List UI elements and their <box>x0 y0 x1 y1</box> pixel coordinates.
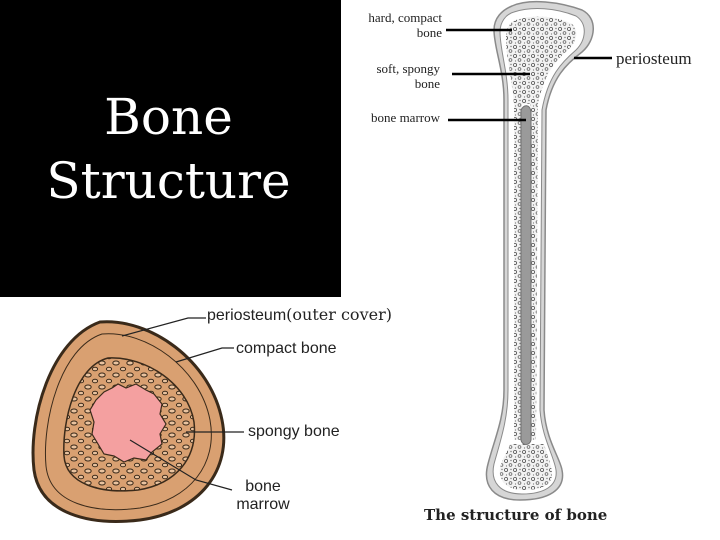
label-bone-marrow: bone marrow <box>371 110 440 125</box>
figure-caption: The structure of bone <box>424 506 608 524</box>
label-bone-marrow-xs-line2: marrow <box>236 496 290 513</box>
label-bone-marrow-xs-line1: bone <box>245 478 281 495</box>
label-periosteum: periosteum <box>616 49 692 68</box>
label-spongy-bone-line2: bone <box>414 76 440 91</box>
cross-section <box>31 317 244 523</box>
label-spongy-bone: soft, spongy bone <box>330 61 440 91</box>
label-periosteum-xs: periosteum(outer cover) <box>207 306 392 325</box>
label-spongy-bone-line1: soft, spongy <box>376 61 440 76</box>
marrow-cavity <box>520 105 532 445</box>
spongy-bone-shaft-right <box>530 104 538 440</box>
label-compact-bone-xs: compact bone <box>236 340 337 357</box>
pointer-compact-xs <box>175 347 234 363</box>
spongy-bone-bottom <box>499 444 552 490</box>
label-spongy-bone-xs: spongy bone <box>248 423 340 440</box>
label-compact-bone: hard, compact bone <box>330 10 442 40</box>
long-bone <box>446 0 612 501</box>
title-block: Bone Structure <box>0 0 341 297</box>
pointer-periosteum-xs <box>121 317 206 337</box>
cross-section-marrow <box>89 383 167 463</box>
title-line-2: Structure <box>46 151 291 210</box>
label-compact-bone-line2: bone <box>416 25 442 40</box>
label-compact-bone-line1: hard, compact <box>368 10 442 25</box>
label-outer-cover: (outer cover) <box>286 305 392 324</box>
spongy-bone-shaft-left <box>514 104 522 440</box>
pointer-marrow-xs <box>129 439 233 491</box>
spongy-bone-top <box>506 16 577 104</box>
title-line-1: Bone <box>104 87 233 146</box>
label-bone-marrow-xs: bone marrow <box>234 478 292 514</box>
label-periosteum-xs-text: periosteum <box>207 307 287 324</box>
